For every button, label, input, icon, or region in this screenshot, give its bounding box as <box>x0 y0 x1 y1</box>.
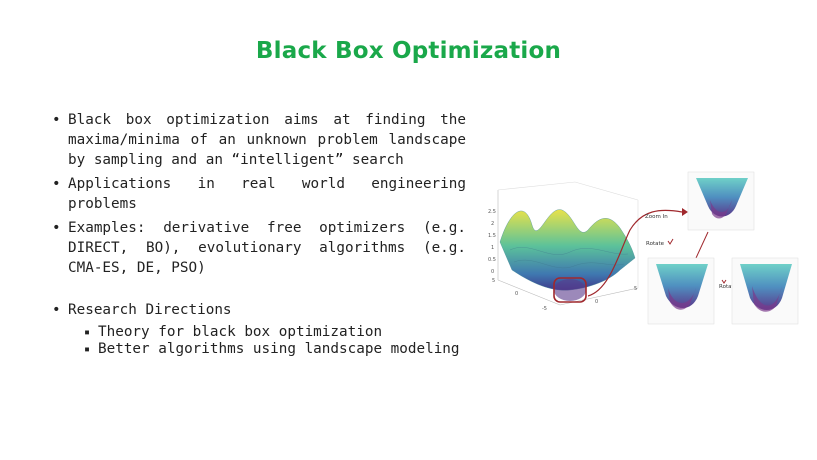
bullet-marker: • <box>52 220 61 236</box>
rotate-label: Rotate <box>646 241 665 247</box>
sub-bullet-text: Theory for black box optimization <box>98 324 383 340</box>
bullet-marker: • <box>52 112 61 128</box>
main-surface-plot: 2.5 2 1.5 1 0.5 0 5 0 -5 0 5 <box>488 181 639 312</box>
bullet-marker: • <box>52 302 61 318</box>
rotated-bowl-plot-1 <box>647 257 715 325</box>
bullet-item: • Examples: derivative free optimizers (… <box>52 218 466 278</box>
bullet-text: Applications in real world engineering p… <box>68 176 466 212</box>
bullet-text: Examples: derivative free optimizers (e.… <box>68 220 466 276</box>
zoomed-bowl-plot <box>687 171 755 231</box>
x-tick-label: 0 <box>515 291 518 297</box>
sub-bullet-item: ▪ Theory for black box optimization <box>52 324 466 341</box>
rotate-arrow <box>695 231 709 259</box>
bullet-item: • Research Directions <box>52 300 466 320</box>
landscape-figure: 2.5 2 1.5 1 0.5 0 5 0 -5 0 5 Zoom In Rot… <box>470 170 800 330</box>
zoom-in-label: Zoom In <box>645 214 668 220</box>
x-tick-label: 5 <box>492 278 495 284</box>
landscape-diagram: 2.5 2 1.5 1 0.5 0 5 0 -5 0 5 Zoom In Rot… <box>488 171 799 325</box>
chevron-down-icon <box>721 279 727 284</box>
bullet-item: • Applications in real world engineering… <box>52 174 466 214</box>
sub-bullet-item: ▪ Better algorithms using landscape mode… <box>52 341 466 358</box>
slide-title: Black Box Optimization <box>255 38 562 64</box>
bullet-list: • Black box optimization aims at finding… <box>52 110 466 358</box>
zoom-region-box <box>553 277 587 303</box>
y-tick-label: 1 <box>491 245 494 251</box>
zoom-arrow <box>587 209 683 297</box>
check-arrow-icon <box>667 238 674 245</box>
y-tick-label: 2 <box>491 221 494 227</box>
bullet-marker: • <box>52 176 61 192</box>
bullet-item: • Black box optimization aims at finding… <box>52 110 466 170</box>
y-tick-label: 0 <box>491 269 494 275</box>
sub-bullet-marker: ▪ <box>84 344 91 355</box>
y-tick-label: 1.5 <box>488 233 496 239</box>
bullet-text: Research Directions <box>68 302 232 318</box>
sub-bullet-text: Better algorithms using landscape modeli… <box>98 341 460 357</box>
y-tick-label: 0.5 <box>488 257 496 263</box>
y-tick-label: 2.5 <box>488 209 496 215</box>
x-tick-label: 5 <box>634 286 637 292</box>
x-tick-label: 0 <box>595 299 598 305</box>
x-tick-label: -5 <box>542 306 547 312</box>
arrow-head-icon <box>682 208 688 216</box>
rotated-bowl-plot-2 <box>731 257 799 325</box>
sub-bullet-marker: ▪ <box>84 327 91 338</box>
bullet-text: Black box optimization aims at finding t… <box>68 112 466 168</box>
rotate-label: Rotate <box>719 284 738 290</box>
